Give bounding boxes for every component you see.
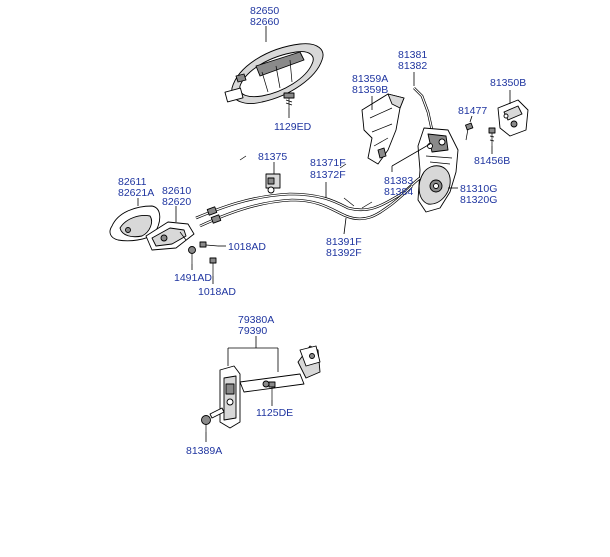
screw-1018AD-lower	[209, 257, 217, 276]
label-82660: 82660	[250, 16, 279, 28]
cable-clip-81375	[265, 173, 281, 194]
label-1491AD: 1491AD	[174, 272, 212, 284]
leader-81383	[391, 143, 431, 167]
label-81382: 81382	[398, 60, 427, 72]
label-81359B: 81359B	[352, 84, 388, 96]
label-81359A: 81359A	[352, 73, 388, 85]
inside-handle-82610	[145, 221, 195, 251]
lock-bracket-81359	[361, 93, 405, 165]
part-number-labels: 82650 82660 1129ED 81381 81382 81359A 81…	[118, 5, 526, 457]
outside-door-handle	[224, 43, 324, 104]
bolt-1129ED	[283, 92, 295, 108]
label-81320G: 81320G	[460, 194, 497, 206]
label-81391F: 81391F	[326, 236, 362, 248]
label-81392F: 81392F	[326, 247, 362, 259]
label-81375: 81375	[258, 151, 287, 163]
label-81372F: 81372F	[310, 169, 346, 181]
striker-81350B	[497, 99, 529, 137]
screw-1018AD-upper	[199, 241, 219, 248]
label-1129ED: 1129ED	[274, 121, 312, 133]
inside-handle-bezel-82611	[109, 205, 161, 242]
label-81383: 81383	[384, 175, 413, 187]
label-81371F: 81371F	[310, 157, 346, 169]
label-81310G: 81310G	[460, 183, 497, 195]
door-latch-assembly	[417, 127, 459, 213]
label-81350B: 81350B	[490, 77, 526, 89]
label-79380A: 79380A	[238, 314, 274, 326]
label-79390: 79390	[238, 325, 267, 337]
label-81477: 81477	[458, 105, 487, 117]
label-81384: 81384	[384, 186, 413, 198]
label-82610: 82610	[162, 185, 191, 197]
screw-1491AD	[188, 246, 196, 264]
bolt-1125DE	[268, 381, 276, 400]
label-82621A: 82621A	[118, 187, 154, 199]
screw-81477	[465, 122, 474, 141]
inside-handle-cables	[195, 155, 421, 228]
leader-81477	[469, 115, 473, 123]
label-81456B: 81456B	[474, 155, 510, 167]
label-1018AD-upper: 1018AD	[228, 241, 266, 253]
bolt-81389A	[201, 407, 225, 432]
label-81381: 81381	[398, 49, 427, 61]
label-1018AD-lower: 1018AD	[198, 286, 236, 298]
leader-81391F	[343, 217, 347, 235]
label-82620: 82620	[162, 196, 191, 208]
label-82650: 82650	[250, 5, 279, 17]
label-1125DE: 1125DE	[256, 407, 293, 419]
label-82611: 82611	[118, 176, 147, 188]
label-81389A: 81389A	[186, 445, 222, 457]
screw-81456B	[488, 127, 496, 146]
door-checker-assembly	[219, 345, 321, 429]
